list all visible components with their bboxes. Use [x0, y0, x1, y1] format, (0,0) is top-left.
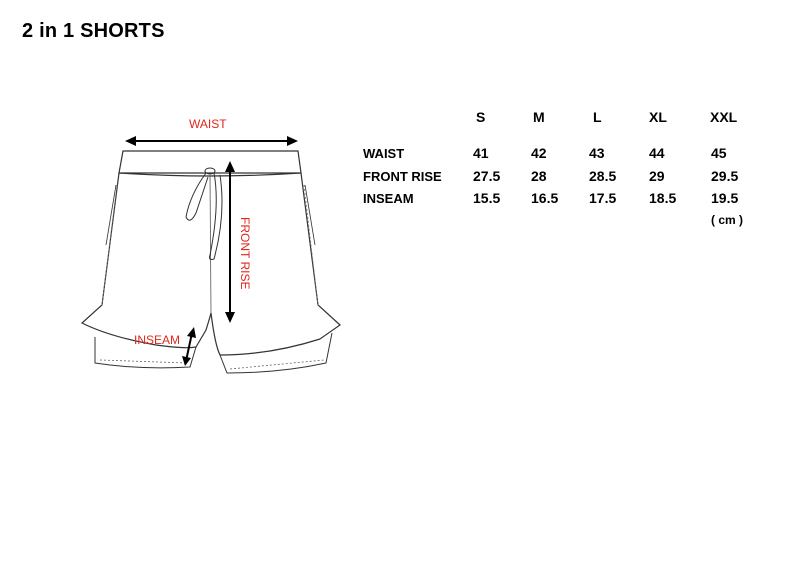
- size-header-l: L: [593, 109, 602, 125]
- size-header-xl: XL: [649, 109, 667, 125]
- table-cell: 43: [589, 145, 605, 161]
- table-cell: 29: [649, 168, 665, 184]
- table-cell: 19.5: [711, 190, 739, 206]
- waist-measure-arrow: [125, 136, 298, 146]
- inseam-measure-arrow: [182, 327, 196, 366]
- table-cell: 44: [649, 145, 665, 161]
- table-cell: 27.5: [473, 168, 501, 184]
- row-label-front-rise: FRONT RISE: [363, 169, 442, 184]
- size-header-s: S: [476, 109, 486, 125]
- unit-label: ( cm ): [711, 213, 744, 227]
- page-title: 2 in 1 SHORTS: [22, 20, 165, 42]
- front-rise-label: FRONT RISE: [238, 217, 252, 289]
- shorts-illustration: WAIST INSEAM FRONT RISE: [80, 117, 341, 374]
- inseam-label: INSEAM: [134, 333, 180, 347]
- table-cell: 28.5: [589, 168, 617, 184]
- table-cell: 15.5: [473, 190, 501, 206]
- size-header-m: M: [533, 109, 545, 125]
- row-label-waist: WAIST: [363, 146, 405, 161]
- table-cell: 16.5: [531, 190, 559, 206]
- size-header-xxl: XXL: [710, 109, 738, 125]
- table-cell: 29.5: [711, 168, 739, 184]
- table-cell: 28: [531, 168, 547, 184]
- table-cell: 45: [711, 145, 727, 161]
- shorts-diagram: WAIST INSEAM FRONT RISE: [70, 105, 360, 405]
- table-cell: 17.5: [589, 190, 617, 206]
- table-cell: 42: [531, 145, 547, 161]
- table-cell: 18.5: [649, 190, 677, 206]
- waist-label: WAIST: [189, 117, 227, 131]
- front-rise-measure-arrow: [225, 161, 235, 323]
- row-label-inseam: INSEAM: [363, 191, 414, 206]
- table-cell: 41: [473, 145, 489, 161]
